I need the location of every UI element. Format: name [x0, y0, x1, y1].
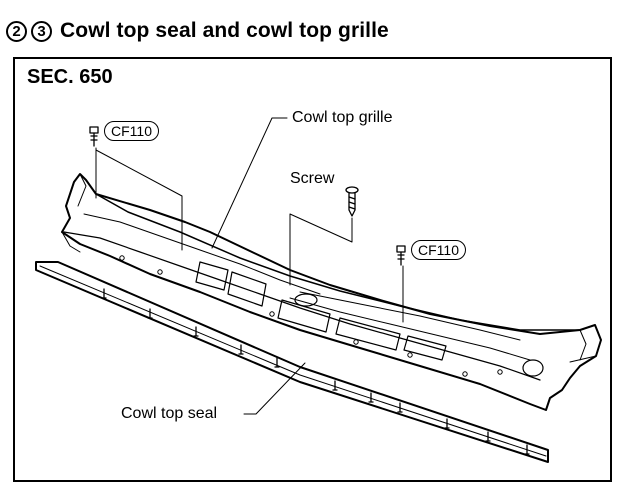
step-number-2: 2: [6, 20, 27, 42]
section-label: SEC. 650: [27, 66, 113, 88]
page-title: Cowl top seal and cowl top grille: [60, 19, 389, 42]
screw-fastener: [345, 186, 359, 217]
cowl-top-grille-label: Cowl top grille: [292, 109, 393, 126]
step-number-3: 3: [31, 20, 52, 42]
page-heading: 2 3 Cowl top seal and cowl top grille: [6, 14, 389, 48]
cowl-top-seal-part: [35, 261, 549, 463]
diagram-frame: [13, 57, 612, 482]
clip-fastener-left: [89, 126, 99, 147]
screw-label: Screw: [290, 170, 335, 187]
cowl-top-grille-part: [61, 173, 602, 411]
clip-fastener-right: [396, 245, 406, 266]
clip-code-label-right: CF110: [411, 240, 466, 260]
cowl-top-seal-label: Cowl top seal: [121, 405, 218, 422]
clip-code-label-left: CF110: [104, 121, 159, 141]
